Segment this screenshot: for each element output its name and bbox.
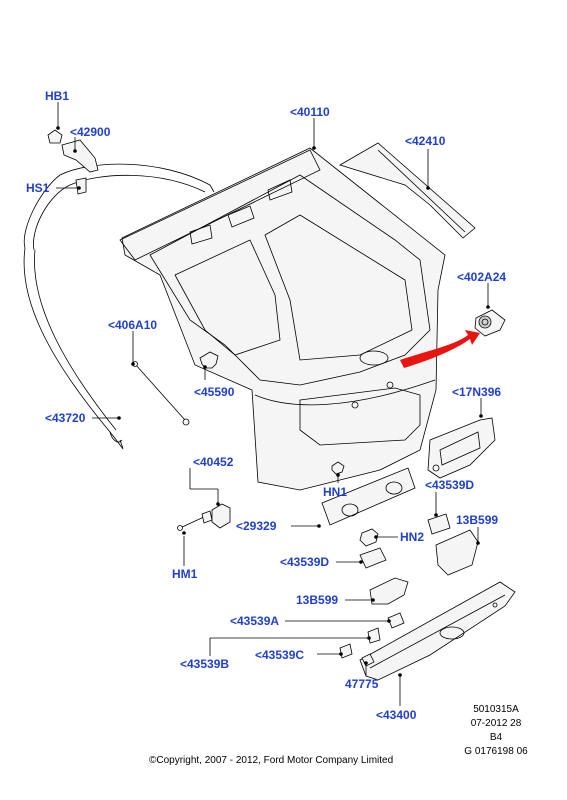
label-HS1: HS1 <box>26 181 50 195</box>
clip-part-a <box>387 612 405 629</box>
label-43539A: <43539A <box>230 614 279 628</box>
label-29329: <29329 <box>236 519 277 533</box>
license-plate-part <box>321 467 416 526</box>
clip-part-b <box>367 627 381 644</box>
label-42900: <42900 <box>70 125 111 139</box>
copyright-notice: ©Copyright, 2007 - 2012, Ford Motor Comp… <box>149 755 393 766</box>
label-43539C: <43539C <box>255 648 304 662</box>
wiper-motor-part <box>474 309 506 337</box>
clip-part-c <box>339 643 353 659</box>
tailgate-panel-part <box>119 147 446 491</box>
trim-clip-part-right <box>427 513 451 535</box>
label-45590: <45590 <box>194 385 235 399</box>
label-HB1: HB1 <box>45 89 69 103</box>
nut-part <box>331 461 345 475</box>
label-43539D-right: <43539D <box>425 478 474 492</box>
label-42410: <42410 <box>405 134 446 148</box>
nut-part-2 <box>359 528 379 547</box>
bracket-part <box>427 417 496 479</box>
label-HM1: HM1 <box>172 567 198 581</box>
cover-part-right <box>435 529 479 576</box>
label-43720: <43720 <box>45 411 86 425</box>
garnish-part <box>359 581 516 681</box>
label-47775: 47775 <box>345 677 379 691</box>
leader-lines <box>56 102 490 706</box>
cover-part-left <box>369 577 409 605</box>
label-40110: <40110 <box>290 105 330 119</box>
reference-line-4: G 0176198 06 <box>464 746 528 757</box>
tailgate-seal-end <box>109 431 123 443</box>
label-402A24: <402A24 <box>457 270 506 284</box>
latch-part <box>177 503 231 531</box>
part-labels: HB1 <42900 HS1 <40110 <42410 <402A24 <40… <box>26 89 506 722</box>
spoiler-part <box>339 142 476 239</box>
label-13B599-left: 13B599 <box>296 593 338 607</box>
red-arrow <box>400 330 480 368</box>
label-17N396: <17N396 <box>452 385 501 399</box>
gas-strut-part <box>132 361 190 426</box>
trim-clip-part-left <box>359 547 387 569</box>
tailgate-seal-part <box>23 163 215 450</box>
reference-block: 5010315A 07-2012 28 B4 G 0176198 06 <box>464 704 528 757</box>
label-406A10: <406A10 <box>108 318 157 332</box>
reference-line-3: B4 <box>490 732 503 743</box>
reference-line-1: 5010315A <box>473 704 519 715</box>
label-43539D-left: <43539D <box>280 555 329 569</box>
bump-stop-part <box>199 351 219 369</box>
hinge-part <box>47 129 99 195</box>
label-43539B: <43539B <box>180 657 229 671</box>
label-40452: <40452 <box>193 455 234 469</box>
reference-line-2: 07-2012 28 <box>471 718 522 729</box>
label-43400: <43400 <box>376 708 417 722</box>
label-HN1: HN1 <box>323 485 347 499</box>
label-HN2: HN2 <box>400 530 424 544</box>
label-13B599-right: 13B599 <box>456 513 498 527</box>
